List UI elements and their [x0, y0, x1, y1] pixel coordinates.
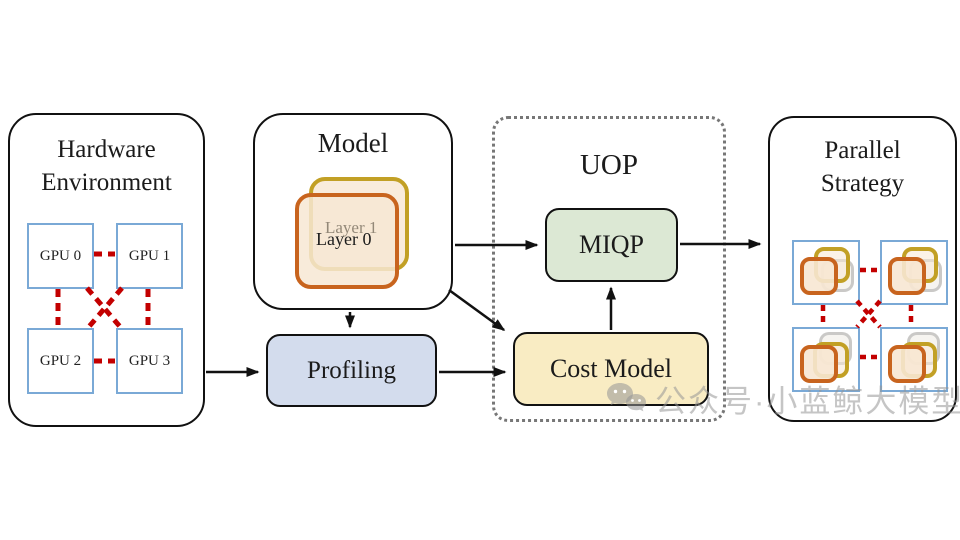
layer-1-label: Layer 1: [325, 218, 378, 237]
layer-0-shape: [295, 193, 399, 289]
watermark-text: 公众号·小蓝鲸大模型: [655, 384, 960, 419]
watermark: 公众号·小蓝鲸大模型: [606, 376, 960, 421]
gpu-2-label: GPU 2: [39, 352, 82, 369]
model-title: Model: [317, 128, 389, 158]
miqp-label: MIQP: [578, 230, 644, 259]
parallel-gpu-2-cell: [792, 327, 860, 392]
hardware-environment-title: Hardware Environment: [10, 133, 203, 199]
layer-orange-shape: [800, 345, 838, 383]
gpu-1-label: GPU 1: [128, 247, 171, 264]
layer-0-label: Layer 0: [316, 229, 372, 249]
wechat-icon: [607, 382, 646, 411]
gpu-0-label: GPU 0: [39, 247, 82, 264]
uop-container: UOP: [492, 116, 726, 422]
gpu-3-box: GPU 3: [116, 328, 183, 394]
gpu-1-box: GPU 1: [116, 223, 183, 289]
layer-orange-shape: [800, 257, 838, 295]
cost-model-label: Cost Model: [549, 354, 673, 383]
hardware-title-line1: Hardware: [57, 136, 156, 163]
layer-orange-shape: [888, 257, 926, 295]
profiling-box: Profiling: [266, 334, 437, 407]
parallel-gpu-0-cell: [792, 240, 860, 305]
parallel-strategy-box: Parallel Strategy: [768, 116, 957, 422]
model-box: Model Layer 1 Layer 0: [253, 113, 453, 310]
gpu-2-box: GPU 2: [27, 328, 94, 394]
gpu-0-box: GPU 0: [27, 223, 94, 289]
gpu-3-label: GPU 3: [128, 352, 171, 369]
parallel-title-line1: Parallel: [824, 137, 901, 164]
parallel-gpu-1-cell: [880, 240, 948, 305]
parallel-title-line2: Strategy: [820, 170, 905, 197]
layer-orange-shape: [888, 345, 926, 383]
miqp-box: MIQP: [545, 208, 678, 282]
profiling-label: Profiling: [307, 356, 396, 384]
hardware-title-line2: Environment: [41, 169, 172, 196]
hardware-environment-box: Hardware Environment GPU 0 GPU 1 GPU 2 G…: [8, 113, 205, 427]
parallel-gpu-3-cell: [880, 327, 948, 392]
parallel-strategy-title: Parallel Strategy: [770, 134, 955, 200]
uop-title: UOP: [579, 149, 638, 181]
